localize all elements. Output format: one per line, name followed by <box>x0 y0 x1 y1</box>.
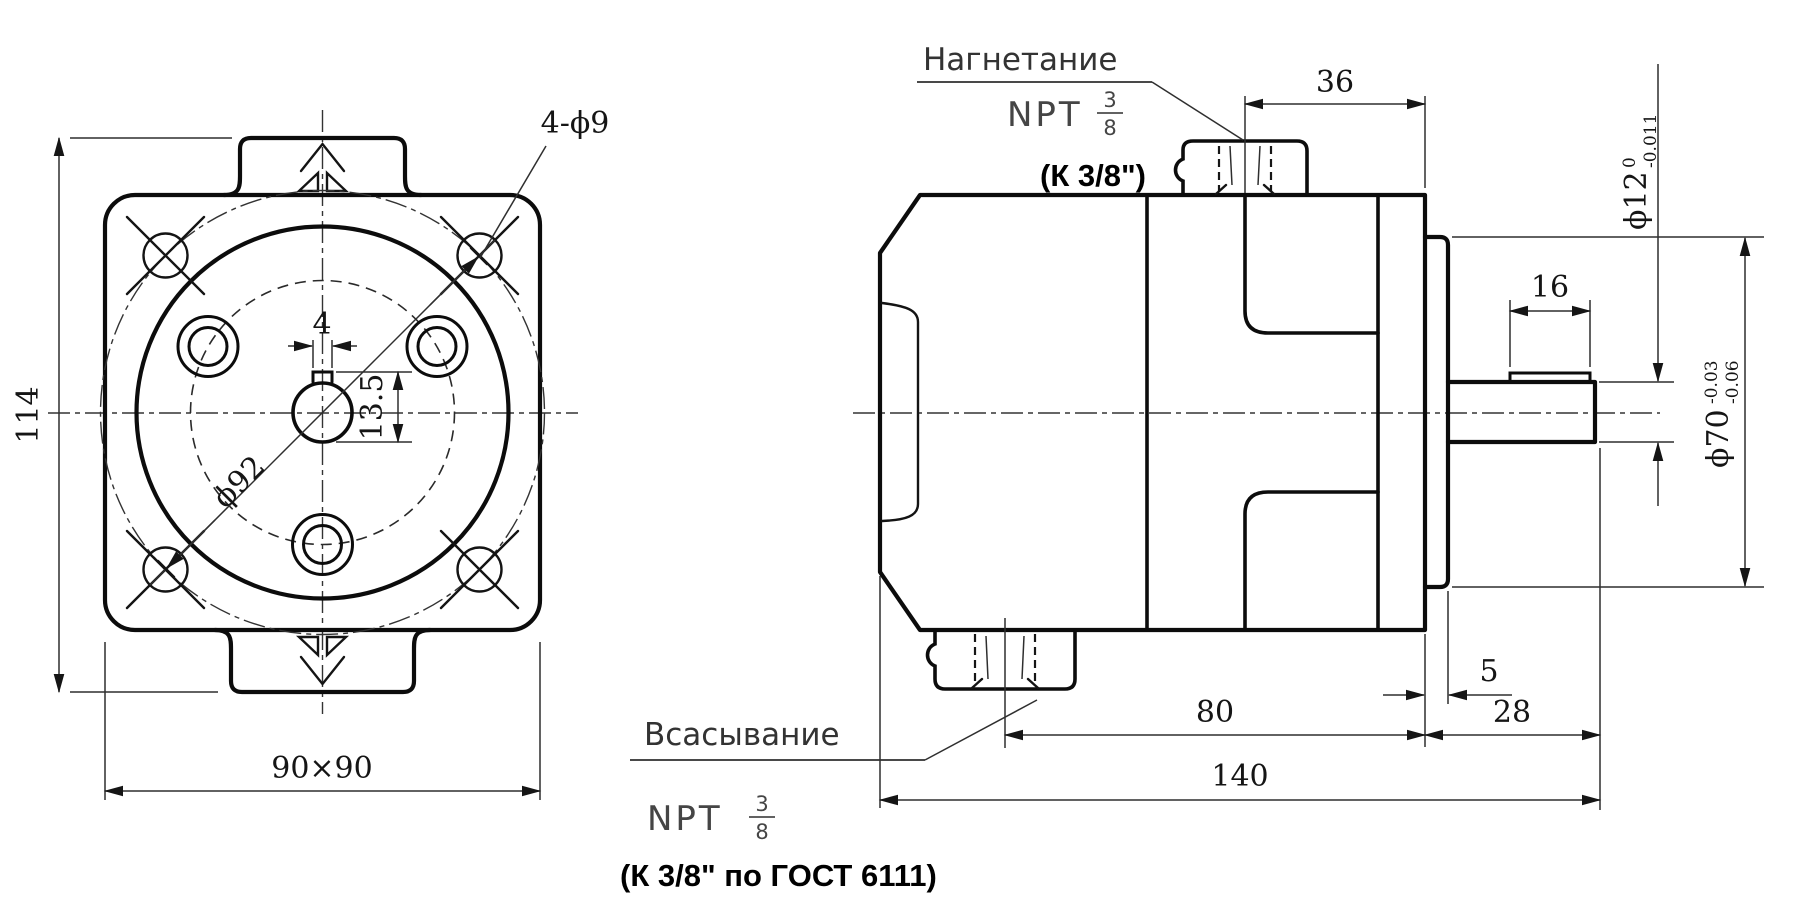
discharge-thread: NPT <box>1007 95 1083 135</box>
suction-label-group: Всасывание NPT 3 8 (К 3/8" по ГОСТ 6111) <box>620 699 1038 893</box>
dim-suction-offset: 80 <box>1003 695 1427 741</box>
dim-shaft-diameter: ϕ12 0 -0.011 <box>1599 64 1674 506</box>
discharge-port-boss <box>1173 96 1309 197</box>
dim-key-height: 13.5 <box>336 370 412 444</box>
svg-text:4-ϕ9: 4-ϕ9 <box>541 106 610 141</box>
discharge-thread-fraction: 3 8 <box>1097 88 1123 140</box>
svg-text:4: 4 <box>312 307 331 342</box>
suction-label: Всасывание <box>644 717 840 753</box>
svg-text:90×90: 90×90 <box>271 751 372 786</box>
mounting-flange-outline <box>102 192 543 633</box>
svg-text:80: 80 <box>1196 695 1234 730</box>
svg-text:-0.06: -0.06 <box>1723 360 1743 404</box>
dim-pilot-protrusion: 5 <box>1383 591 1512 747</box>
recess-edge-top <box>1243 193 1380 335</box>
svg-text:140: 140 <box>1211 759 1268 794</box>
suction-thread: NPT <box>647 799 723 839</box>
suction-note: (К 3/8" по ГОСТ 6111) <box>620 858 937 893</box>
cover-screw-holes <box>176 315 469 576</box>
pump-body-outline <box>877 192 1428 633</box>
front-view: 4 13.5 ϕ92 4-ϕ9 114 <box>11 106 609 800</box>
svg-text:3: 3 <box>755 792 768 816</box>
shaft-circle <box>291 381 354 444</box>
suction-thread-fraction: 3 8 <box>749 792 775 844</box>
front-bottom-port-boss <box>212 627 433 695</box>
svg-text:3: 3 <box>1103 88 1116 112</box>
svg-text:ϕ12: ϕ12 <box>1619 171 1654 230</box>
discharge-label-group: Нагнетание NPT 3 8 (К 3/8") <box>917 42 1244 193</box>
dim-key-length: 16 <box>1508 270 1592 367</box>
dim-flange-square: 90×90 <box>103 642 542 800</box>
callout-corner-holes: 4-ϕ9 <box>479 106 610 259</box>
bolt-circle-phi92 <box>99 189 546 636</box>
discharge-label: Нагнетание <box>923 42 1117 78</box>
rear-cover-step <box>880 301 920 523</box>
recess-edge-bottom <box>1243 490 1380 632</box>
dim-shaft-extension: 28 <box>1423 448 1602 810</box>
svg-text:ϕ92: ϕ92 <box>206 449 272 515</box>
suction-port-boss <box>925 618 1077 748</box>
svg-text:-0.03: -0.03 <box>1702 360 1722 404</box>
svg-text:16: 16 <box>1531 270 1569 305</box>
svg-text:8: 8 <box>1103 116 1116 140</box>
suction-leader <box>924 699 1038 761</box>
flow-direction-symbol-down <box>295 635 350 686</box>
body-circle <box>134 224 511 601</box>
shaft-key-side <box>1508 371 1592 384</box>
svg-text:0: 0 <box>1620 157 1640 168</box>
dim-key-width: 4 <box>288 307 357 368</box>
dim-overall-length: 140 <box>878 576 1602 808</box>
svg-text:8: 8 <box>755 820 768 844</box>
screw-pitch-circle <box>189 279 456 546</box>
dim-overall-height: 114 <box>11 136 232 694</box>
discharge-note: (К 3/8") <box>1040 158 1146 193</box>
front-top-port-boss <box>221 135 424 198</box>
output-shaft <box>1445 379 1598 445</box>
shaft-key-front <box>311 370 334 384</box>
svg-text:28: 28 <box>1493 695 1531 730</box>
flow-direction-symbol-up <box>295 142 350 193</box>
discharge-leader <box>1151 81 1244 141</box>
pilot-spigot <box>1422 234 1451 590</box>
svg-text:ϕ70: ϕ70 <box>1701 409 1736 468</box>
dim-pilot-diameter: ϕ70 -0.03 -0.06 <box>1452 236 1764 588</box>
svg-text:13.5: 13.5 <box>355 374 390 441</box>
svg-text:-0.011: -0.011 <box>1641 114 1661 168</box>
side-view: 36 ϕ12 0 -0.011 ϕ70 -0.03 -0.06 <box>853 64 1764 810</box>
svg-text:5: 5 <box>1479 654 1498 689</box>
dim-discharge-offset: 36 <box>1243 65 1427 188</box>
svg-text:114: 114 <box>11 386 46 443</box>
svg-text:36: 36 <box>1316 65 1354 100</box>
